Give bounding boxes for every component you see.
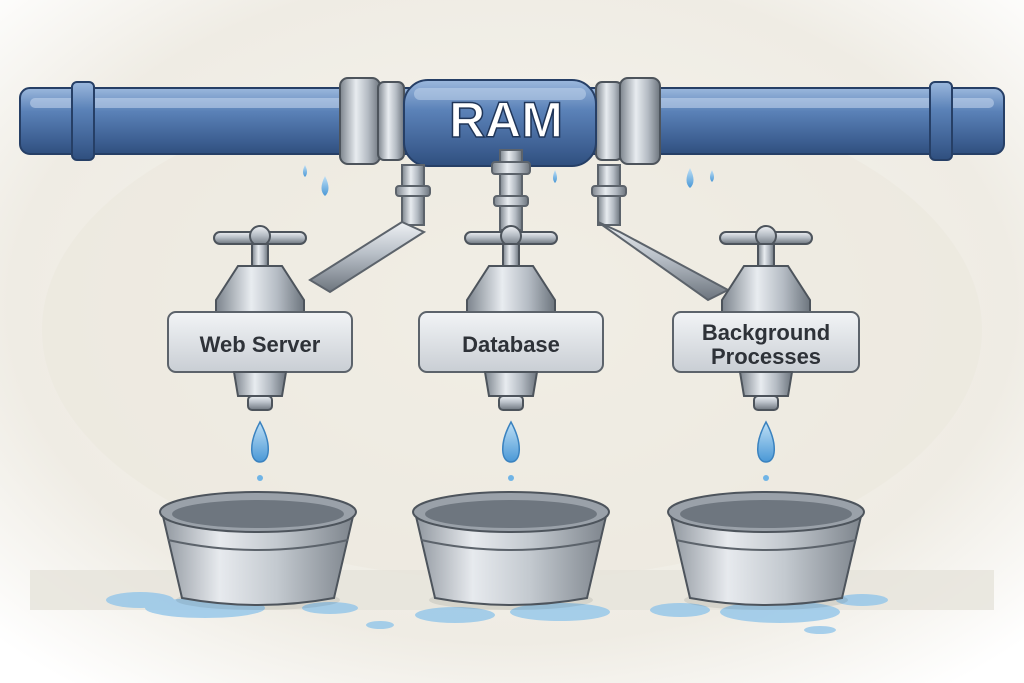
bucket-3 [667, 491, 865, 610]
faucet-1: Web Server [167, 225, 353, 481]
faucet-nozzle [498, 395, 524, 411]
ram-pipe [19, 77, 1005, 167]
bucket-body [413, 511, 609, 606]
faucet-label-line: Web Server [200, 332, 321, 357]
bucket-body [160, 511, 356, 606]
water-droplet [257, 475, 263, 481]
water-droplet [508, 475, 514, 481]
pipe-leak-drops [303, 165, 714, 196]
faucet-stem [757, 243, 775, 267]
faucet-spout [738, 371, 794, 397]
bucket-interior [172, 500, 344, 528]
bucket-2 [412, 491, 610, 610]
faucet-label-line: Database [462, 332, 560, 357]
faucet-nozzle [753, 395, 779, 411]
pipe-coupling [619, 77, 661, 165]
bucket-interior [425, 500, 597, 528]
pipe-joint [929, 81, 953, 161]
bucket-1 [159, 491, 357, 610]
bucket-handle [167, 539, 349, 551]
faucet-spout [232, 371, 288, 397]
water-drop [502, 420, 520, 463]
pipe-joint [71, 81, 95, 161]
pipe-coupling [595, 81, 623, 161]
bucket-handle [675, 539, 857, 551]
bucket-interior [680, 500, 852, 528]
faucet-spout [483, 371, 539, 397]
feed-pipes [308, 149, 731, 302]
water-droplet [763, 475, 769, 481]
bucket-body [668, 511, 864, 606]
faucet-stem [251, 243, 269, 267]
faucet-label-line: Background [702, 320, 830, 345]
faucet-label-line: Processes [711, 344, 821, 369]
faucet-nozzle [247, 395, 273, 411]
water-drop [251, 420, 269, 463]
bucket-handle [420, 539, 602, 551]
water-drop [757, 420, 775, 463]
faucet-2: Database [418, 225, 604, 481]
pipe-coupling [339, 77, 381, 165]
faucet-stem [502, 243, 520, 267]
pipe-coupling [377, 81, 405, 161]
ram-title: RAM [449, 92, 563, 148]
buckets [159, 491, 865, 610]
